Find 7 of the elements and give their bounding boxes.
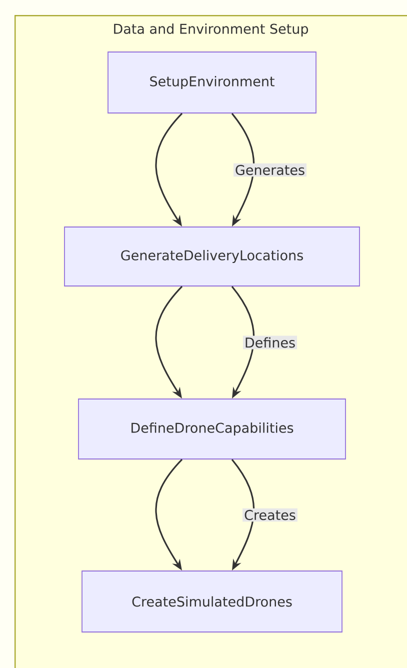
edge-label: Defines xyxy=(246,337,295,348)
edge-label: Creates xyxy=(244,510,296,520)
edge-label: Generates xyxy=(236,164,304,176)
process-box: CreateSimulatedDrones xyxy=(82,570,342,632)
process-box: DefineDroneCapabilities xyxy=(78,398,346,460)
process-box: SetupEnvironment xyxy=(108,52,316,114)
process-box: GenerateDeliveryLocations xyxy=(64,226,360,286)
